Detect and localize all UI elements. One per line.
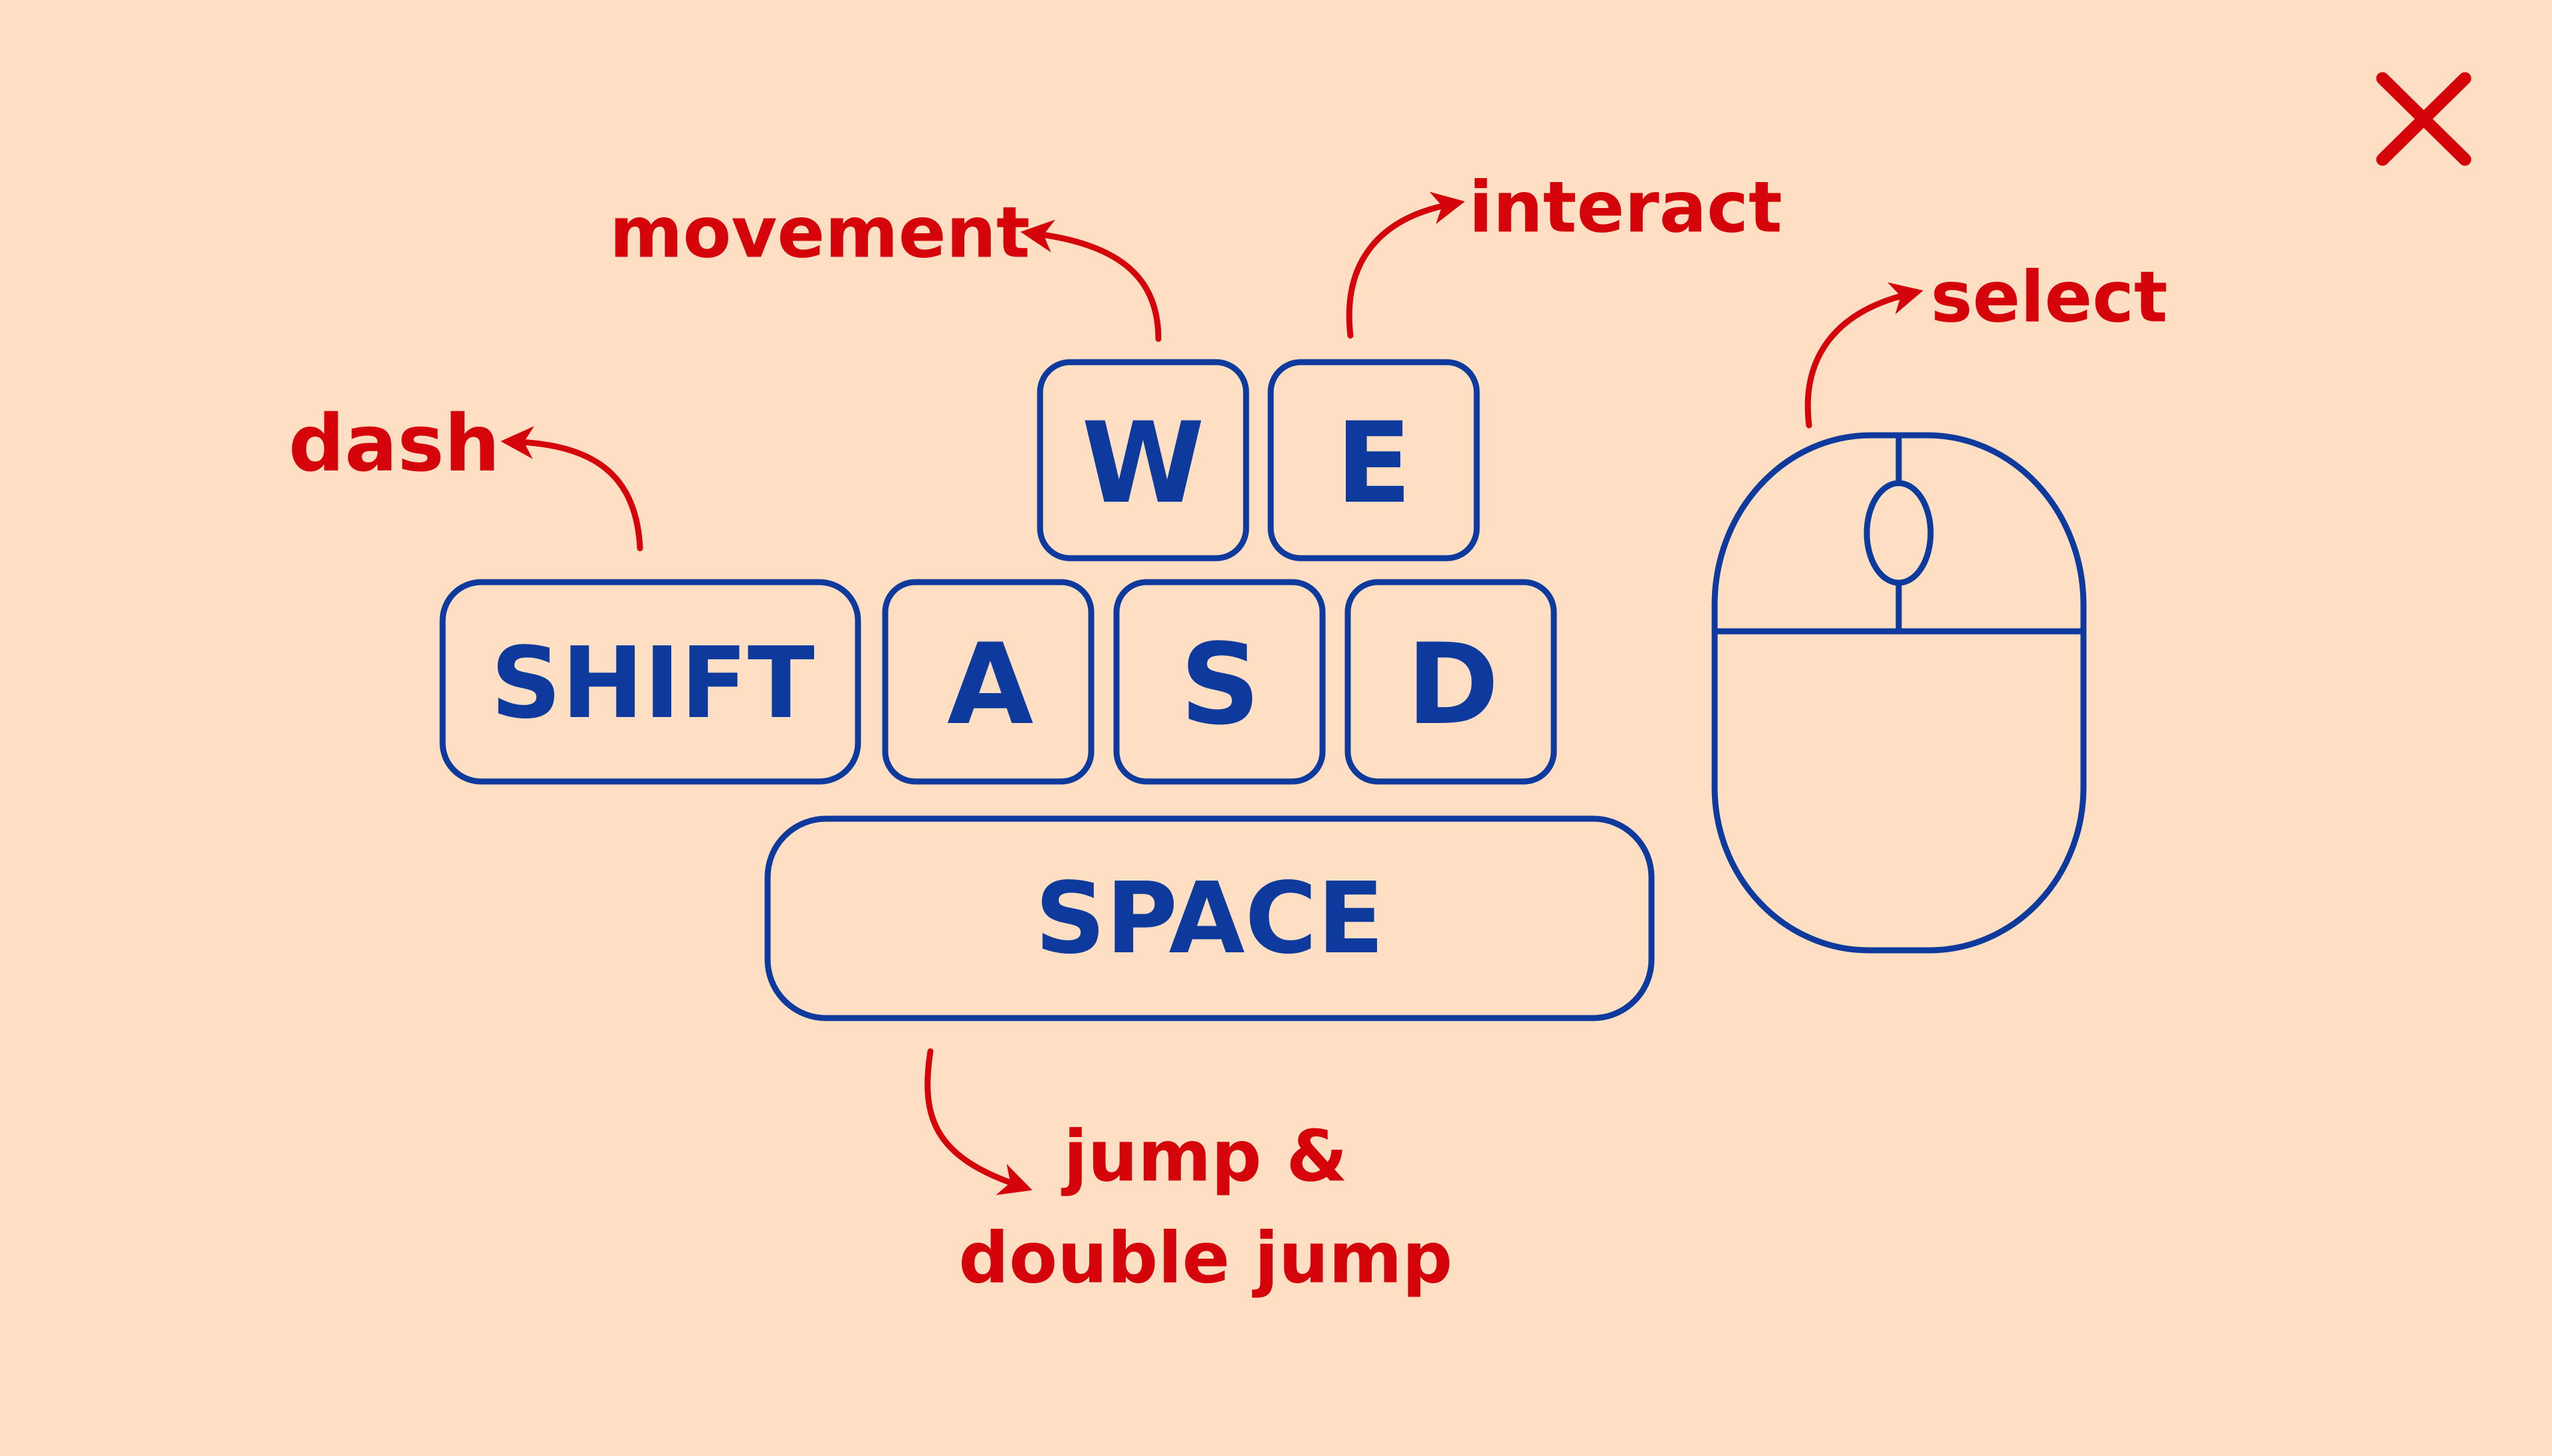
key-e-label: E (1336, 398, 1412, 528)
label-movement: movement (609, 192, 1030, 274)
key-a-label: A (947, 619, 1033, 750)
arrow-dash (500, 426, 643, 552)
key-space: SPACE (764, 815, 1655, 1021)
close-icon (2376, 72, 2472, 166)
key-w-label: W (1081, 398, 1204, 528)
label-select: select (1931, 257, 2168, 338)
arrow-select (1804, 282, 1924, 429)
key-a: A (882, 579, 1095, 785)
key-w: W (1037, 359, 1249, 562)
label-dash: dash (288, 397, 500, 489)
label-jump-line1: jump & (1061, 1116, 1347, 1197)
key-d: D (1344, 579, 1557, 785)
key-space-label: SPACE (1035, 861, 1384, 976)
scroll-wheel (1863, 480, 1934, 586)
mouse-icon (1711, 432, 2087, 954)
key-shift-label: SHIFT (490, 626, 815, 740)
key-shift: SHIFT (439, 579, 861, 785)
key-d-label: D (1406, 619, 1499, 750)
key-e: E (1267, 359, 1480, 562)
arrow-interact (1346, 191, 1465, 339)
label-interact: interact (1469, 167, 1782, 249)
arrow-movement (1020, 219, 1162, 342)
label-jump-line2: double jump (958, 1217, 1452, 1299)
close-button[interactable] (2366, 63, 2472, 166)
key-s-label: S (1180, 619, 1261, 750)
arrow-jump (924, 1048, 1033, 1196)
key-s: S (1113, 579, 1326, 785)
